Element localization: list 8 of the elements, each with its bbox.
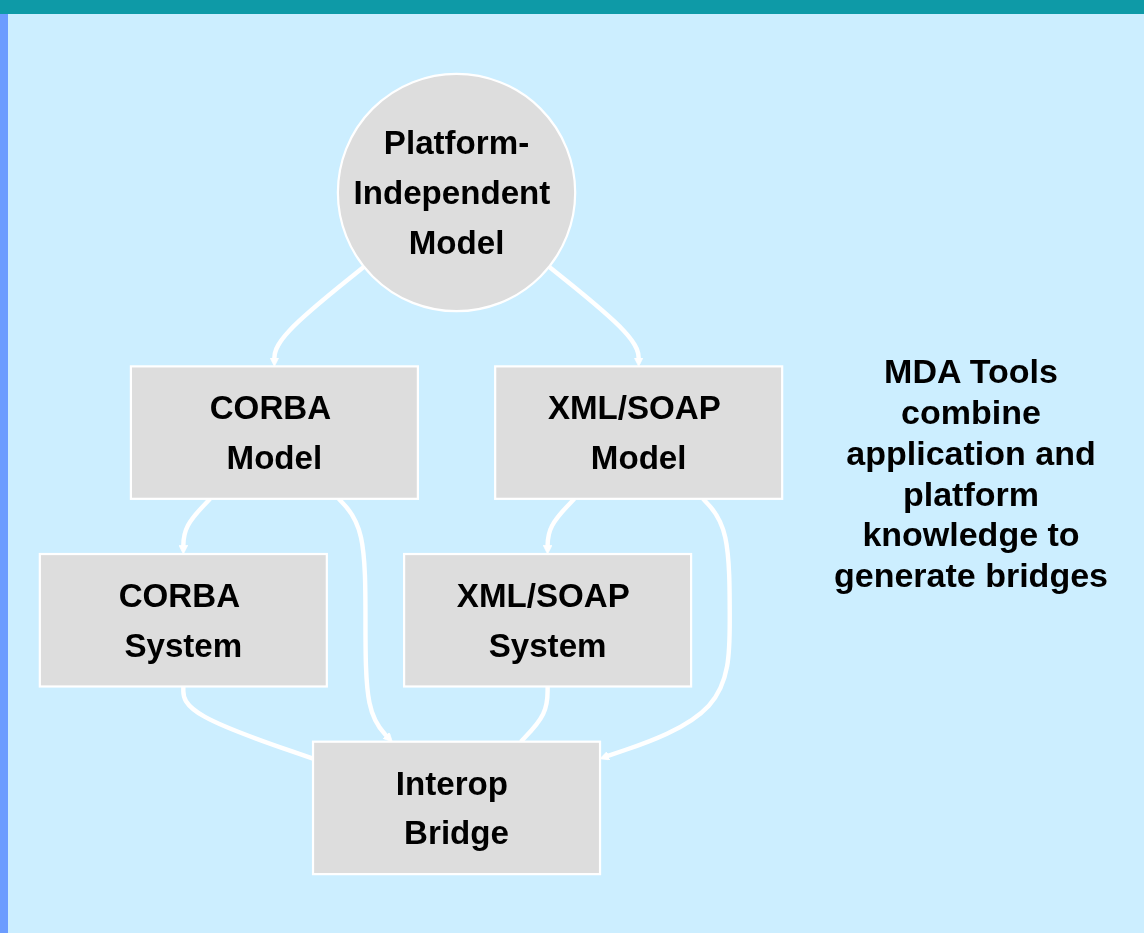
node-circle: Platform-Independent Model [336, 72, 577, 312]
node-box: Interop Bridge [311, 740, 602, 875]
note-text: MDA Tools combine application and platform knowledge to generate bridges [833, 351, 1109, 596]
node-box: CORBA Model [129, 364, 419, 500]
connector [181, 686, 314, 761]
node-box: XML/SOAP System [403, 552, 693, 688]
node-box: XML/SOAP Model [494, 364, 784, 500]
node-box: CORBA System [38, 552, 328, 688]
